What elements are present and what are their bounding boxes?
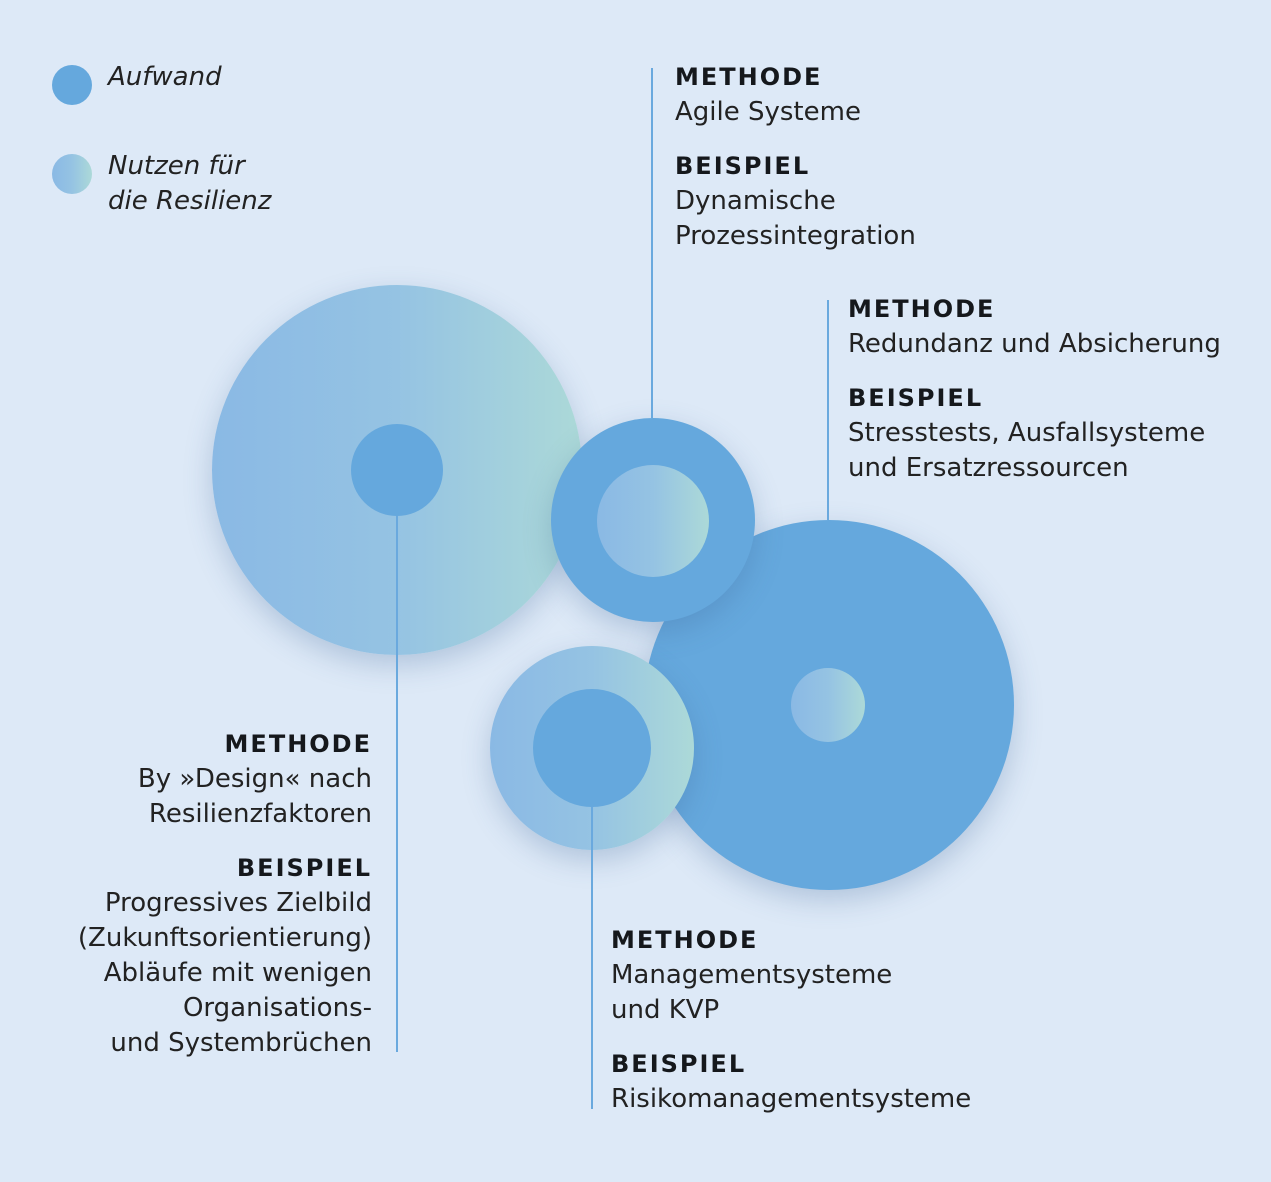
agile-example-line: Dynamische <box>675 186 836 216</box>
management-inner-circle <box>533 689 651 807</box>
redundancy-example-heading: BEISPIEL <box>848 384 984 412</box>
agile-example-heading: BEISPIEL <box>675 152 811 180</box>
redundancy-method-heading: METHODE <box>848 295 996 323</box>
design-example-line: Progressives Zielbild <box>104 888 372 918</box>
design-example-line: Abläufe mit wenigen <box>103 958 372 988</box>
agile-example-line: Prozessintegration <box>675 221 916 251</box>
design-method-line: Resilienzfaktoren <box>148 799 372 829</box>
design-text-block: METHODE By »Design« nach Resilienzfaktor… <box>78 727 372 1061</box>
design-method-line: By »Design« nach <box>137 764 372 794</box>
design-example-line: (Zukunftsorientierung) <box>77 923 372 953</box>
management-connector-line <box>591 807 593 1109</box>
redundancy-example-line: Stresstests, Ausfallsysteme <box>848 418 1206 448</box>
management-example-line: Risikomanagementsysteme <box>611 1084 972 1114</box>
legend-effort-label: Aufwand <box>108 62 222 92</box>
agile-method-heading: METHODE <box>675 63 823 91</box>
redundancy-example-line: und Ersatzressourcen <box>848 453 1129 483</box>
design-example-heading: BEISPIEL <box>236 854 372 882</box>
legend-benefit-label: Nutzen für die Resilienz <box>108 149 271 219</box>
agile-inner-circle <box>597 465 709 577</box>
design-method-heading: METHODE <box>224 730 372 758</box>
management-text-block: METHODE Managementsysteme und KVP BEISPI… <box>611 923 971 1117</box>
design-inner-circle <box>351 424 443 516</box>
agile-connector-line <box>651 68 653 418</box>
redundancy-text-block: METHODE Redundanz und Absicherung BEISPI… <box>848 292 1221 486</box>
management-method-line: Managementsysteme <box>611 960 893 990</box>
legend-benefit-line2: die Resilienz <box>108 186 272 216</box>
design-example-line: und Systembrüchen <box>110 1028 372 1058</box>
management-method-line: und KVP <box>611 995 720 1025</box>
management-example-heading: BEISPIEL <box>611 1050 747 1078</box>
design-connector-line <box>396 516 398 1052</box>
design-example-line: Organisations- <box>182 993 372 1023</box>
legend-effort-dot <box>52 65 92 105</box>
redundancy-inner-circle <box>791 668 865 742</box>
legend-benefit-dot <box>52 154 92 194</box>
redundancy-connector-line <box>827 300 829 520</box>
redundancy-method-line: Redundanz und Absicherung <box>848 329 1221 359</box>
agile-method-line: Agile Systeme <box>675 97 861 127</box>
management-method-heading: METHODE <box>611 926 759 954</box>
agile-text-block: METHODE Agile Systeme BEISPIEL Dynamisch… <box>675 60 916 254</box>
legend-benefit-line1: Nutzen für <box>108 151 245 181</box>
